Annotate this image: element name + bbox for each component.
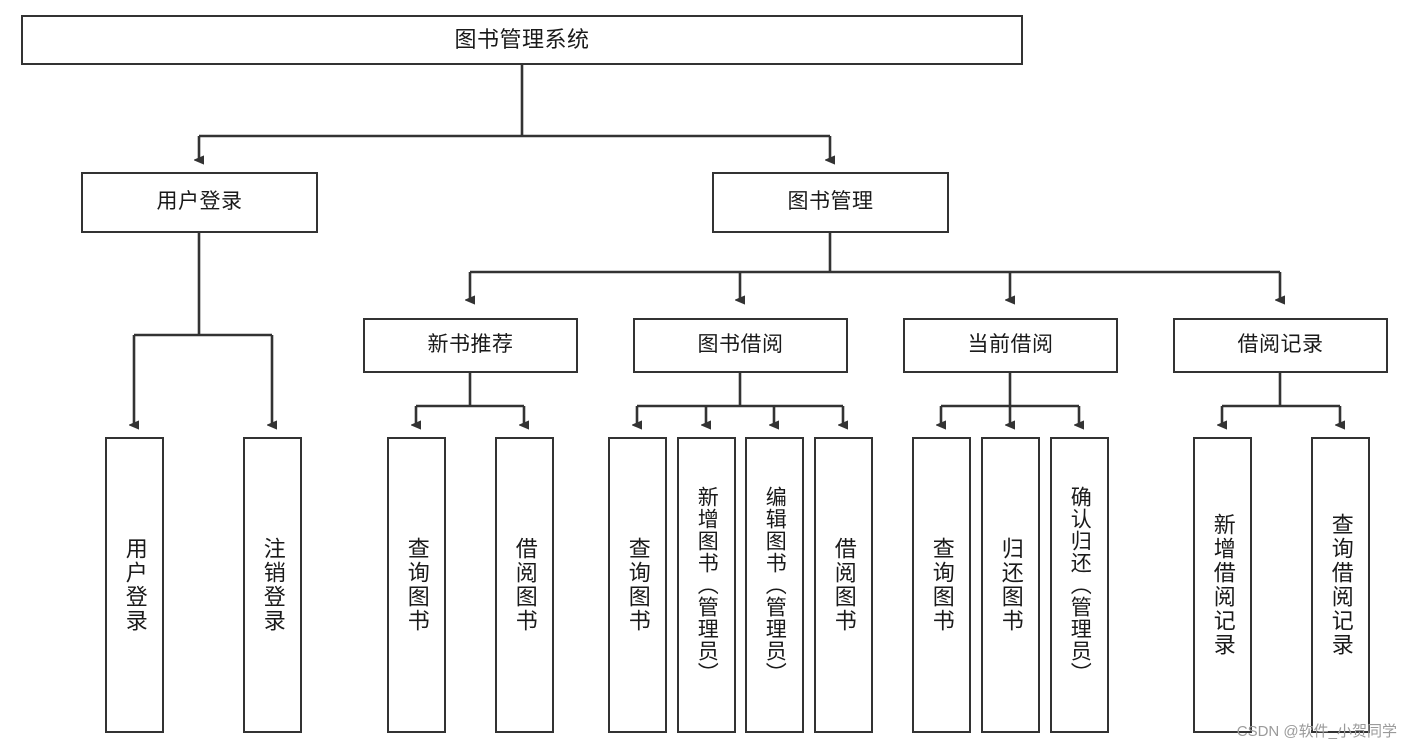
- node-borrow-record-label: 借阅记录: [1237, 333, 1324, 357]
- node-new-book-rec[interactable]: 新书推荐: [363, 318, 578, 373]
- node-current-borrow-label: 当前借阅: [967, 333, 1054, 357]
- node-leaf-cur-query[interactable]: 查询图书: [912, 437, 971, 733]
- node-user-login-label: 用户登录: [156, 190, 243, 214]
- node-leaf-cur-confirm[interactable]: 确认归还（管理员）: [1050, 437, 1109, 733]
- node-leaf-user-logout[interactable]: 注销登录: [243, 437, 302, 733]
- node-new-book-rec-label: 新书推荐: [427, 333, 514, 357]
- node-leaf-cur-confirm-label: 确认归还（管理员）: [1068, 486, 1092, 684]
- node-leaf-rec-search[interactable]: 查询借阅记录: [1311, 437, 1370, 733]
- node-leaf-borrow-lend-label: 借阅图书: [831, 537, 857, 633]
- node-leaf-rec-query-label: 查询图书: [404, 537, 430, 633]
- node-current-borrow[interactable]: 当前借阅: [903, 318, 1118, 373]
- node-leaf-user-login-label: 用户登录: [122, 537, 148, 633]
- node-book-manage[interactable]: 图书管理: [712, 172, 949, 233]
- node-leaf-rec-query[interactable]: 查询图书: [387, 437, 446, 733]
- node-leaf-rec-add-label: 新增借阅记录: [1210, 513, 1236, 657]
- node-leaf-borrow-query[interactable]: 查询图书: [608, 437, 667, 733]
- node-leaf-cur-return[interactable]: 归还图书: [981, 437, 1040, 733]
- node-leaf-rec-search-label: 查询借阅记录: [1328, 513, 1354, 657]
- node-leaf-borrow-lend[interactable]: 借阅图书: [814, 437, 873, 733]
- node-leaf-cur-query-label: 查询图书: [929, 537, 955, 633]
- node-borrow-record[interactable]: 借阅记录: [1173, 318, 1388, 373]
- node-book-borrow[interactable]: 图书借阅: [633, 318, 848, 373]
- node-leaf-borrow-query-label: 查询图书: [625, 537, 651, 633]
- node-leaf-user-logout-label: 注销登录: [260, 537, 286, 633]
- node-leaf-borrow-add-label: 新增图书（管理员）: [695, 486, 719, 684]
- node-leaf-borrow-edit-label: 编辑图书（管理员）: [763, 486, 787, 684]
- node-leaf-rec-borrow-label: 借阅图书: [512, 537, 538, 633]
- node-root[interactable]: 图书管理系统: [21, 15, 1023, 65]
- node-leaf-rec-add[interactable]: 新增借阅记录: [1193, 437, 1252, 733]
- node-book-borrow-label: 图书借阅: [697, 333, 784, 357]
- node-leaf-borrow-add[interactable]: 新增图书（管理员）: [677, 437, 736, 733]
- node-leaf-borrow-edit[interactable]: 编辑图书（管理员）: [745, 437, 804, 733]
- node-root-label: 图书管理系统: [454, 27, 590, 53]
- node-user-login[interactable]: 用户登录: [81, 172, 318, 233]
- node-book-manage-label: 图书管理: [787, 190, 874, 214]
- node-leaf-cur-return-label: 归还图书: [998, 537, 1024, 633]
- node-leaf-rec-borrow[interactable]: 借阅图书: [495, 437, 554, 733]
- node-leaf-user-login[interactable]: 用户登录: [105, 437, 164, 733]
